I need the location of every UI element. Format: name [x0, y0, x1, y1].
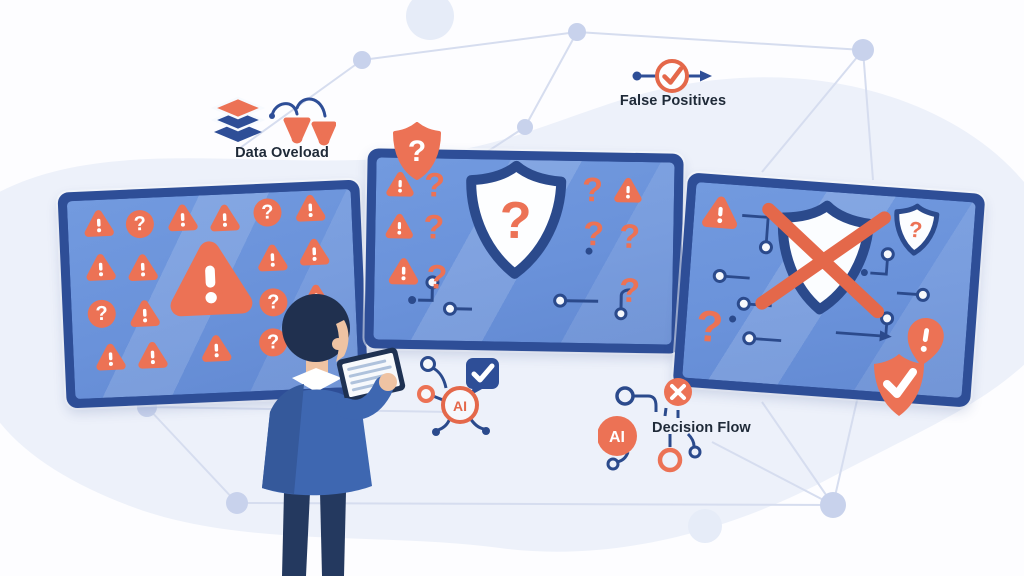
shield-question-graphic: ?	[408, 160, 631, 321]
question-mark: ?	[423, 208, 445, 247]
circuit-nodes	[408, 247, 628, 321]
svg-text:AI: AI	[609, 429, 625, 446]
decision-flow-label: Decision Flow	[652, 420, 751, 436]
ai-check-cluster: AI	[417, 356, 499, 436]
warning-triangle-icon	[86, 254, 116, 281]
analyst-person	[262, 294, 406, 576]
circuit-node	[420, 356, 436, 372]
warning-triangle-icon	[702, 196, 738, 229]
head	[282, 294, 350, 376]
circuit-node-orange	[417, 385, 435, 403]
arrow-start-dot	[632, 71, 642, 81]
warning-triangle-icon	[386, 171, 414, 197]
svg-text:AI: AI	[453, 398, 467, 414]
circuit-dot	[432, 428, 440, 436]
check-circle-icon	[655, 59, 689, 93]
question-mark: ?	[582, 215, 605, 254]
screen-shield-question: ? ???????	[373, 157, 675, 345]
arrow-head	[879, 330, 892, 342]
shield-check-icon	[874, 354, 924, 416]
data-overload-label: Data Oveload	[235, 145, 329, 161]
warning-triangle-icon	[128, 254, 158, 282]
question-mark: ?	[581, 171, 604, 210]
circuit-dot	[482, 427, 490, 435]
layer-stack-icon	[210, 96, 266, 142]
warning-triangle-icon	[388, 258, 419, 285]
question-circle-icon: ?	[125, 209, 155, 239]
funnel-flow-icon	[269, 97, 336, 146]
small-shield-question-icon: ?	[894, 203, 940, 256]
warning-triangle-icon	[296, 194, 326, 222]
collar	[292, 368, 342, 392]
warning-triangle-icon	[130, 300, 160, 327]
ai-circle-icon	[598, 416, 637, 456]
warning-triangle-icon	[385, 213, 413, 239]
question-mark: ?	[618, 217, 641, 257]
panel-shield-crossed: ? ?	[672, 172, 986, 408]
circuit-node	[615, 386, 635, 406]
warning-triangle-icon	[138, 341, 168, 369]
circuit-nodes	[712, 240, 930, 346]
data-overload-icon	[210, 96, 336, 146]
screen-shield-crossed: ? ?	[682, 182, 976, 398]
shield-question-icon: ?	[466, 160, 567, 279]
arrow-head	[700, 70, 712, 82]
warning-triangle-icon	[202, 335, 232, 362]
jacket-shadow	[262, 384, 304, 494]
screen-alert-overload: ?????	[66, 188, 360, 400]
panel-shield-question: ? ???????	[364, 148, 684, 354]
arm	[336, 376, 394, 420]
circuit-traces	[725, 214, 918, 343]
circuit-node-orange	[657, 447, 683, 473]
false-positives-label: False Positives	[619, 93, 727, 109]
shield-question-badge: ?	[393, 122, 441, 180]
svg-text:?: ?	[908, 217, 923, 243]
ai-ring-icon	[441, 386, 479, 424]
alert-pin-icon	[907, 318, 944, 366]
question-mark: ?	[426, 258, 448, 297]
warning-triangle-icon	[168, 204, 198, 232]
svg-text:?: ?	[499, 192, 532, 251]
decision-flow-cluster: AI	[598, 378, 702, 473]
blocked-shield-icon	[755, 200, 891, 319]
question-mark: ?	[618, 271, 641, 311]
false-positives-icon	[632, 59, 712, 93]
question-circle-icon: ?	[252, 197, 283, 228]
warning-triangle-icon	[258, 244, 288, 272]
alert-check-badge	[874, 318, 944, 416]
shield-crossed-graphic: ?	[712, 200, 940, 346]
question-circle-icon: ?	[87, 299, 117, 329]
panel-alert-overload: ?????	[57, 179, 369, 409]
legs	[282, 492, 346, 576]
cross-out-mark	[755, 202, 891, 319]
warning-triangle-icon	[84, 210, 114, 237]
mesh-nodes	[137, 0, 874, 543]
circuit-node	[606, 457, 620, 471]
warning-triangle-icon	[170, 241, 253, 317]
question-mark: ?	[694, 301, 725, 353]
circuit-node	[688, 445, 702, 459]
warning-triangle-icon	[96, 343, 126, 371]
reject-circle-icon	[664, 378, 692, 406]
check-mark	[662, 66, 684, 85]
warning-triangle-icon	[614, 177, 642, 203]
warning-triangle-icon	[210, 204, 240, 232]
circuit-traces	[418, 286, 631, 311]
svg-text:?: ?	[408, 135, 426, 168]
warning-triangle-icon	[300, 238, 330, 266]
hand	[379, 373, 397, 391]
